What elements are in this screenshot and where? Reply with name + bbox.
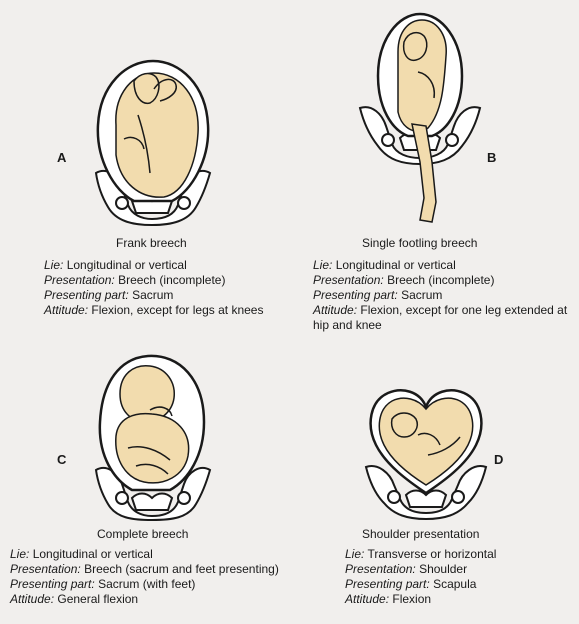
- panel-title-d: Shoulder presentation: [362, 527, 480, 541]
- single-footling-breech-illustration: [358, 12, 482, 223]
- fetus-d: [378, 397, 474, 486]
- panel-letter-d: D: [494, 452, 504, 467]
- panel-description-c: Lie: Longitudinal or vertical Presentati…: [10, 547, 300, 607]
- panel-title-a: Frank breech: [116, 236, 187, 250]
- shoulder-presentation-illustration: [364, 389, 488, 521]
- fetus-b: [397, 19, 447, 223]
- attitude-value: Flexion, except for one leg extended at …: [313, 303, 568, 332]
- lie-value: Longitudinal or vertical: [32, 547, 153, 561]
- lie-value: Longitudinal or vertical: [335, 258, 456, 272]
- panel-title-c: Complete breech: [97, 527, 189, 541]
- presenting-part-label: Presenting part:: [44, 288, 129, 302]
- fetus-a: [115, 72, 199, 198]
- lie-label: Lie:: [44, 258, 64, 272]
- presenting-part-value: Scapula: [433, 577, 477, 591]
- presentation-label: Presentation:: [345, 562, 416, 576]
- panel-letter-b: B: [487, 150, 497, 165]
- attitude-label: Attitude:: [44, 303, 89, 317]
- panel-description-b: Lie: Longitudinal or vertical Presentati…: [313, 258, 575, 333]
- panel-letter-a: A: [57, 150, 67, 165]
- complete-breech-illustration: [94, 354, 212, 522]
- presentation-label: Presentation:: [44, 273, 115, 287]
- attitude-label: Attitude:: [10, 592, 55, 606]
- panel-description-a: Lie: Longitudinal or vertical Presentati…: [44, 258, 294, 318]
- presentation-value: Shoulder: [419, 562, 468, 576]
- attitude-value: Flexion, except for legs at knees: [91, 303, 264, 317]
- fetus-c: [115, 365, 190, 484]
- attitude-label: Attitude:: [345, 592, 390, 606]
- panel-title-b: Single footling breech: [362, 236, 478, 250]
- panel-letter-c: C: [57, 452, 67, 467]
- pelvis-c: [94, 466, 212, 522]
- presenting-part-label: Presenting part:: [345, 577, 430, 591]
- presenting-part-value: Sacrum: [132, 288, 174, 302]
- presenting-part-value: Sacrum: [401, 288, 443, 302]
- presenting-part-value: Sacrum (with feet): [98, 577, 196, 591]
- lie-value: Transverse or horizontal: [367, 547, 497, 561]
- presenting-part-label: Presenting part:: [10, 577, 95, 591]
- presentation-value: Breech (incomplete): [387, 273, 495, 287]
- lie-label: Lie:: [345, 547, 365, 561]
- frank-breech-illustration: [94, 59, 212, 227]
- attitude-value: General flexion: [57, 592, 139, 606]
- panel-description-d: Lie: Transverse or horizontal Presentati…: [345, 547, 575, 607]
- presentation-label: Presentation:: [10, 562, 81, 576]
- presentation-value: Breech (sacrum and feet presenting): [84, 562, 279, 576]
- lie-value: Longitudinal or vertical: [66, 258, 187, 272]
- presentation-label: Presentation:: [313, 273, 384, 287]
- presentation-value: Breech (incomplete): [118, 273, 226, 287]
- attitude-value: Flexion: [392, 592, 432, 606]
- attitude-label: Attitude:: [313, 303, 358, 317]
- lie-label: Lie:: [313, 258, 333, 272]
- pelvis-d: [364, 465, 488, 521]
- presenting-part-label: Presenting part:: [313, 288, 398, 302]
- lie-label: Lie:: [10, 547, 30, 561]
